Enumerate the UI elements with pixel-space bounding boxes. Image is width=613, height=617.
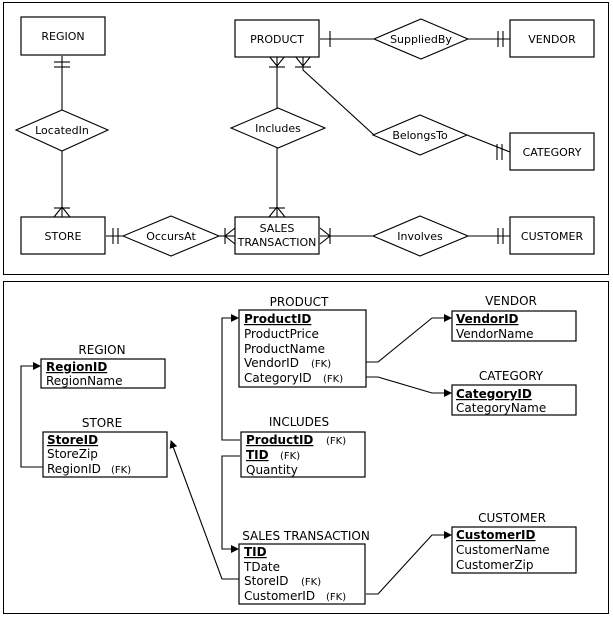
attr-sales-transaction-tdate: TDate bbox=[243, 560, 280, 574]
table-category-title: CATEGORY bbox=[479, 369, 544, 383]
relationship-supplied-by-label: SuppliedBy bbox=[390, 33, 452, 46]
attr-vendor-vendorid: VendorID bbox=[456, 312, 519, 326]
table-includes: INCLUDES ProductID (FK) TID (FK) Quantit… bbox=[240, 415, 366, 478]
entity-region: REGION bbox=[20, 16, 106, 56]
attr-store-storeid: StoreID bbox=[47, 433, 98, 447]
attr-category-categoryname: CategoryName bbox=[456, 401, 546, 415]
entity-sales-transaction: SALES TRANSACTION bbox=[234, 216, 320, 255]
relationship-belongs-to-label: BelongsTo bbox=[392, 129, 448, 142]
attr-customer-customerid: CustomerID bbox=[456, 528, 535, 542]
attr-vendor-vendorname: VendorName bbox=[456, 327, 534, 341]
relationship-belongs-to: BelongsTo bbox=[371, 114, 469, 156]
attr-region-regionname: RegionName bbox=[46, 374, 122, 388]
schema-arrows bbox=[20, 314, 452, 595]
table-store-title: STORE bbox=[82, 416, 122, 430]
attr-product-vendorid: VendorID bbox=[244, 356, 299, 370]
attr-product-productid: ProductID bbox=[244, 312, 311, 326]
table-vendor: VENDOR VendorID VendorName bbox=[451, 294, 577, 342]
entity-category-label: CATEGORY bbox=[523, 146, 582, 159]
table-sales-transaction-title: SALES TRANSACTION bbox=[242, 529, 370, 543]
relationship-located-in-label: LocatedIn bbox=[35, 124, 89, 137]
relationship-occurs-at: OccursAt bbox=[121, 215, 221, 257]
attr-includes-quantity: Quantity bbox=[246, 463, 298, 477]
table-customer-title: CUSTOMER bbox=[478, 511, 546, 525]
attr-sales-transaction-storeid: StoreID bbox=[244, 574, 289, 588]
fk-mark-store-regionid: (FK) bbox=[111, 465, 131, 476]
entity-region-label: REGION bbox=[41, 30, 84, 43]
relationship-located-in: LocatedIn bbox=[14, 109, 110, 152]
entity-sales-transaction-label-2: TRANSACTION bbox=[237, 236, 317, 249]
attr-sales-transaction-customerid: CustomerID bbox=[244, 589, 315, 603]
table-includes-title: INCLUDES bbox=[269, 415, 329, 429]
attr-sales-transaction-tid: TID bbox=[244, 545, 267, 559]
entity-sales-transaction-label-1: SALES bbox=[260, 222, 295, 235]
entity-customer-label: CUSTOMER bbox=[521, 230, 584, 243]
attr-includes-tid: TID bbox=[246, 448, 269, 462]
table-product: PRODUCT ProductID ProductPrice ProductNa… bbox=[238, 295, 367, 388]
attr-store-storezip: StoreZip bbox=[47, 447, 98, 461]
entity-store: STORE bbox=[20, 216, 106, 255]
attr-customer-customername: CustomerName bbox=[456, 543, 550, 557]
entity-product-label: PRODUCT bbox=[250, 33, 304, 46]
cardinality-marks bbox=[53, 31, 504, 245]
fk-mark-sales-transaction-storeid: (FK) bbox=[301, 577, 321, 588]
fk-mark-includes-tid: (FK) bbox=[280, 451, 300, 462]
relationship-involves-label: Involves bbox=[397, 230, 443, 243]
attr-category-categoryid: CategoryID bbox=[456, 387, 532, 401]
entity-customer: CUSTOMER bbox=[509, 216, 595, 255]
table-store: STORE StoreID StoreZip RegionID (FK) bbox=[42, 416, 168, 478]
relationship-involves: Involves bbox=[371, 215, 470, 257]
entity-vendor: VENDOR bbox=[509, 19, 595, 58]
attr-customer-customerzip: CustomerZip bbox=[456, 558, 533, 572]
entity-product: PRODUCT bbox=[234, 19, 320, 58]
relationship-supplied-by: SuppliedBy bbox=[372, 18, 470, 60]
fk-mark-includes-productid: (FK) bbox=[326, 436, 346, 447]
table-region-title: REGION bbox=[78, 343, 125, 357]
attr-product-productname: ProductName bbox=[244, 342, 325, 356]
relationship-occurs-at-label: OccursAt bbox=[146, 230, 196, 243]
entity-category: CATEGORY bbox=[509, 132, 595, 171]
relationship-includes: Includes bbox=[229, 107, 327, 149]
table-vendor-title: VENDOR bbox=[485, 294, 537, 308]
attr-store-regionid: RegionID bbox=[47, 462, 101, 476]
entity-store-label: STORE bbox=[45, 230, 82, 243]
attr-product-productprice: ProductPrice bbox=[244, 327, 319, 341]
fk-mark-sales-transaction-customerid: (FK) bbox=[326, 592, 346, 603]
table-category: CATEGORY CategoryID CategoryName bbox=[451, 369, 577, 416]
fk-mark-product-categoryid: (FK) bbox=[323, 374, 343, 385]
attr-product-categoryid: CategoryID bbox=[244, 371, 312, 385]
er-connectors bbox=[61, 38, 511, 237]
relational-schema-panel bbox=[3, 281, 609, 614]
relationship-includes-label: Includes bbox=[255, 122, 301, 135]
table-customer: CUSTOMER CustomerID CustomerName Custome… bbox=[451, 511, 577, 574]
table-region: REGION RegionID RegionName bbox=[40, 343, 166, 389]
entity-vendor-label: VENDOR bbox=[528, 33, 576, 46]
attr-region-regionid: RegionID bbox=[46, 360, 107, 374]
table-sales-transaction: SALES TRANSACTION TID TDate StoreID (FK)… bbox=[238, 529, 370, 605]
attr-includes-productid: ProductID bbox=[246, 433, 313, 447]
table-product-title: PRODUCT bbox=[270, 295, 329, 309]
er-diagram-panel bbox=[3, 2, 609, 275]
fk-mark-product-vendorid: (FK) bbox=[311, 359, 331, 370]
